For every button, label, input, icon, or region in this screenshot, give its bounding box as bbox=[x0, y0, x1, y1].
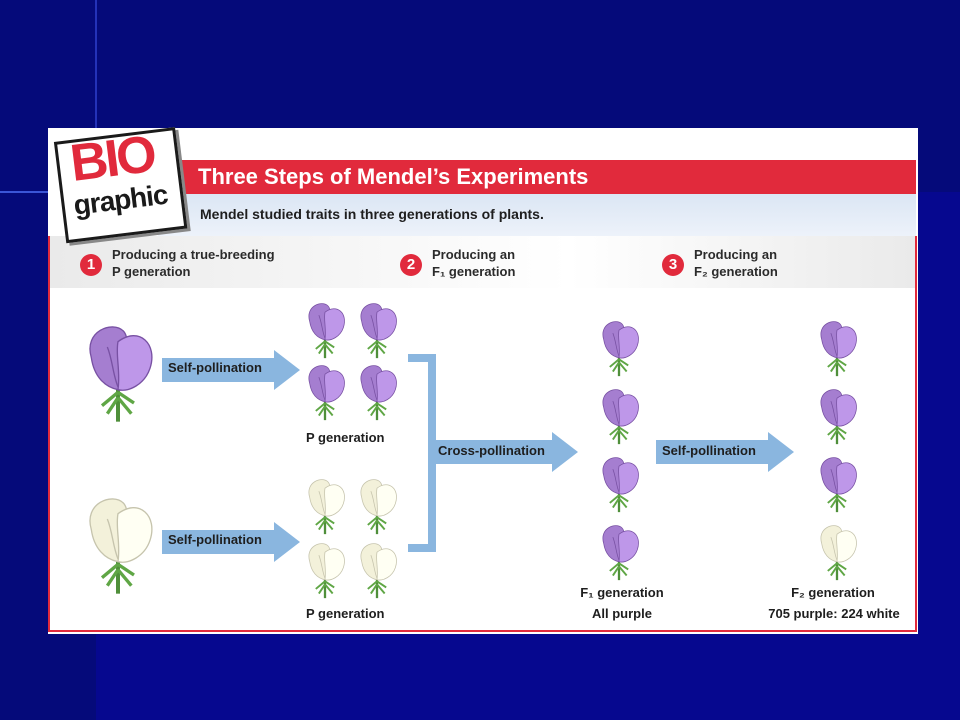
biographic-logo: BIO graphic bbox=[53, 125, 190, 249]
diagram-title: Three Steps of Mendel’s Experiments bbox=[198, 164, 589, 189]
diagram-frame bbox=[48, 236, 917, 632]
diagram-subtitle: Mendel studied traits in three generatio… bbox=[200, 206, 544, 222]
purple-flower-icon bbox=[354, 298, 400, 365]
white-flower-icon bbox=[302, 538, 348, 605]
white-flower-icon bbox=[814, 520, 860, 587]
step-line: F₁ generation bbox=[432, 264, 516, 279]
diagram-panel: Three Steps of Mendel’s Experiments Mend… bbox=[48, 125, 918, 634]
white-flower-icon bbox=[302, 474, 348, 541]
step-line: F₂ generation bbox=[694, 264, 778, 279]
self-pollination-label-top: Self-pollination bbox=[168, 360, 262, 375]
purple-flower-icon bbox=[596, 452, 642, 519]
purple-flower-icon bbox=[302, 360, 348, 427]
f1-result-label: All purple bbox=[592, 606, 652, 621]
purple-flower-icon bbox=[596, 316, 642, 383]
decorative-line-vertical bbox=[95, 0, 97, 130]
purple-flower-icon bbox=[596, 384, 642, 451]
cross-pollination-arrow bbox=[434, 432, 578, 472]
title-bar bbox=[158, 160, 916, 194]
white-flower-icon bbox=[354, 538, 400, 605]
step-line: P generation bbox=[112, 264, 191, 279]
step-number: 1 bbox=[80, 254, 102, 276]
self-pollination-label-f1: Self-pollination bbox=[662, 443, 756, 458]
purple-flower-icon bbox=[354, 360, 400, 427]
f1-generation-label: F₁ generation bbox=[580, 585, 664, 600]
purple-flower-icon bbox=[596, 520, 642, 587]
white-flower-icon bbox=[354, 474, 400, 541]
step-number: 3 bbox=[662, 254, 684, 276]
cross-bracket bbox=[408, 354, 436, 552]
self-pollination-arrow-top bbox=[162, 350, 300, 390]
step-line: Producing an bbox=[694, 247, 778, 262]
purple-flower-icon bbox=[302, 298, 348, 365]
f2-generation-label: F₂ generation bbox=[791, 585, 875, 600]
purple-flower-icon bbox=[814, 452, 860, 519]
steps-bar bbox=[48, 236, 916, 288]
self-pollination-label-bottom: Self-pollination bbox=[168, 532, 262, 547]
purple-flower-icon bbox=[814, 384, 860, 451]
purple-flower-icon bbox=[814, 316, 860, 383]
white-flower-icon bbox=[78, 488, 158, 603]
step-line: Producing a true-breeding bbox=[112, 247, 275, 262]
p-generation-label-top: P generation bbox=[306, 430, 385, 445]
decorative-line-horizontal bbox=[0, 191, 48, 193]
f2-result-label: 705 purple: 224 white bbox=[768, 606, 900, 621]
subtitle-bar bbox=[158, 194, 916, 236]
self-pollination-arrow-bottom bbox=[162, 522, 300, 562]
purple-flower-icon bbox=[78, 316, 158, 431]
p-generation-label-bottom: P generation bbox=[306, 606, 385, 621]
cross-pollination-label: Cross-pollination bbox=[438, 443, 545, 458]
step-number: 2 bbox=[400, 254, 422, 276]
step-line: Producing an bbox=[432, 247, 516, 262]
self-pollination-arrow-f1 bbox=[656, 432, 794, 472]
